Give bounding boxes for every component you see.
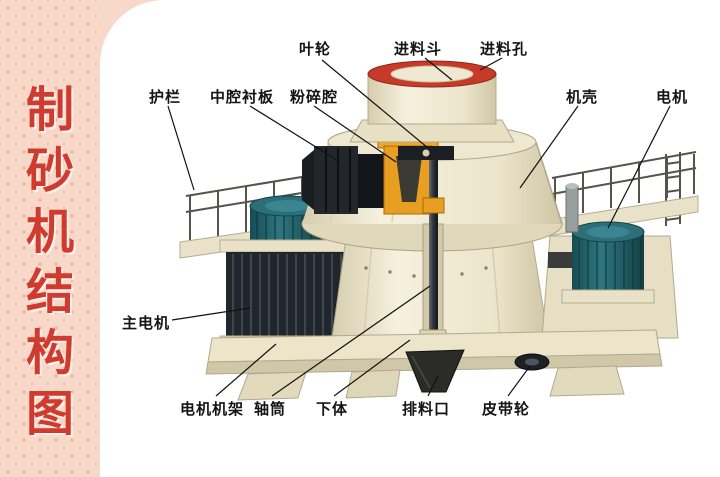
sidebar-title-char: 砂 <box>25 144 74 198</box>
sidebar-title-char: 图 <box>25 387 74 441</box>
cavity-liner-blocks <box>302 146 384 214</box>
label-guardrail: 护栏 <box>148 89 182 106</box>
label-shaft-cylinder: 轴筒 <box>253 401 287 418</box>
vent-pipe <box>565 185 579 233</box>
label-lower-body: 下体 <box>315 401 349 418</box>
sidebar-title-char: 结 <box>25 266 74 320</box>
label-motor-frame: 电机机架 <box>179 401 245 418</box>
label-impeller: 叶轮 <box>298 41 332 58</box>
label-crushing-chamber: 粉碎腔 <box>289 89 339 106</box>
diagram-canvas: 叶轮 进料斗 进料孔 护栏 中腔衬板 粉碎腔 机壳 电机 主电机 电机机架 轴筒… <box>100 0 720 477</box>
label-main-motor: 主电机 <box>121 315 171 332</box>
sidebar-title-char: 构 <box>25 327 74 380</box>
leader-lines <box>167 57 671 397</box>
sidebar-title-char: 机 <box>25 205 74 259</box>
label-motor: 电机 <box>655 89 689 106</box>
feed-hopper-cylinder <box>349 60 515 143</box>
discharge-port-funnel <box>405 349 465 393</box>
belt-pulley-wheel <box>514 353 550 371</box>
label-feed-hole: 进料孔 <box>479 41 529 58</box>
right-motor <box>561 221 655 304</box>
casing-detail-box <box>548 252 572 268</box>
label-discharge-port: 排料口 <box>401 401 451 418</box>
sidebar-title-char: 制 <box>25 84 74 137</box>
label-feed-hopper: 进料斗 <box>393 41 443 58</box>
sidebar-title-panel: 制 砂 机 结 构 图 <box>0 0 100 477</box>
label-cavity-liner: 中腔衬板 <box>209 89 275 106</box>
label-casing: 机壳 <box>565 89 599 106</box>
label-belt-pulley: 皮带轮 <box>481 401 531 418</box>
impeller-section <box>398 146 454 160</box>
machine-illustration <box>167 57 699 401</box>
